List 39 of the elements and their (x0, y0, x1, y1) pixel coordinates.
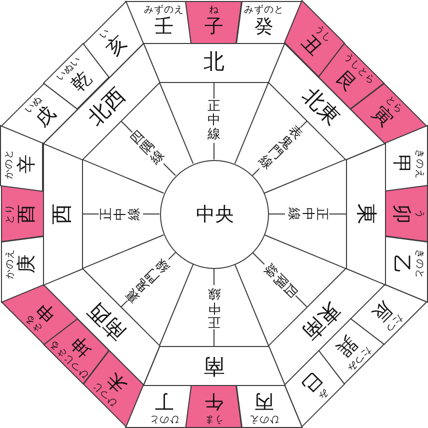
sector-cell (0, 236, 44, 303)
direction-label: 南 (203, 356, 224, 376)
kana-label: みずのと (244, 4, 284, 14)
edge-label: 正中線 (98, 206, 143, 222)
kana-label: う (414, 208, 424, 219)
kana-label: きのと (414, 249, 424, 280)
kana-label: みずのえ (144, 4, 184, 14)
kanji-label: 酉 (18, 204, 36, 224)
kanji-label: 午 (204, 392, 224, 410)
direction-label: 北 (203, 52, 224, 72)
edge-label: 正中線 (206, 98, 222, 143)
kanji-label: 乙 (392, 254, 410, 274)
kanji-label: 卯 (392, 204, 410, 224)
kana-label: ね (208, 4, 219, 14)
edge-label: 正中線 (206, 285, 222, 330)
axis-line (120, 120, 176, 176)
kana-label: うま (204, 414, 224, 424)
kanji-label: 壬 (154, 18, 174, 36)
kanji-label: 丙 (254, 392, 274, 410)
kanji-label: 丁 (154, 392, 174, 410)
kanji-label: 寅 (368, 104, 396, 131)
kana-label: ひのえ (249, 414, 280, 424)
direction-label: 東 (356, 203, 376, 224)
center-label: 中央 (196, 206, 234, 224)
kanji-label: 丑 (297, 32, 324, 60)
kanji-label: 子 (204, 18, 224, 36)
kana-label: ひのと (148, 414, 179, 424)
axis-line (252, 252, 308, 308)
kanji-label: 甲 (392, 154, 410, 174)
kanji-label: 癸 (254, 18, 274, 36)
direction-label: 西 (52, 203, 72, 224)
kanji-label: 庚 (18, 254, 36, 274)
kana-label: きのえ (414, 148, 424, 179)
edge-label: 正中線 (285, 206, 330, 222)
kana-label: とり (4, 204, 14, 224)
kana-label: かのえ (4, 249, 14, 280)
kana-label: かのと (4, 148, 14, 179)
kanji-label: 辛 (17, 154, 36, 174)
kanji-label: 申 (32, 297, 60, 324)
